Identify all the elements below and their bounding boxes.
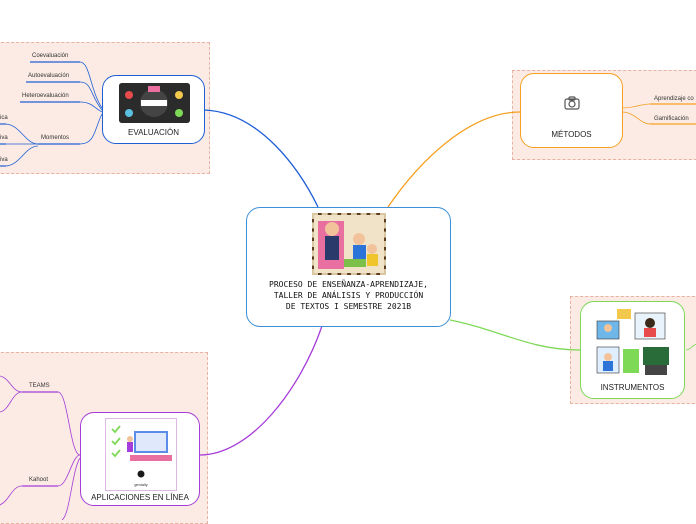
aplicaciones-node[interactable]: genially APLICACIONES EN LÍNEA <box>80 412 200 506</box>
connector-metodos <box>387 111 521 208</box>
connector-instrumentos <box>449 319 581 351</box>
metodos-node[interactable]: MÉTODOS <box>520 73 623 148</box>
aplicaciones-image <box>105 418 177 491</box>
evaluacion-node[interactable]: EVALUACIÓN <box>102 75 205 144</box>
instrumentos-node[interactable]: INSTRUMENTOS <box>580 301 685 399</box>
leaf-momentos-sub-2[interactable]: iva <box>0 135 8 141</box>
instrumentos-image <box>595 307 671 377</box>
leaf-coevaluacion[interactable]: Coevaluación <box>32 53 69 59</box>
genially-logo: genially <box>134 482 148 487</box>
leaf-teams[interactable]: TEAMS <box>29 383 50 389</box>
central-title: PROCESO DE ENSEÑANZA-APRENDIZAJE, TALLER… <box>269 280 428 311</box>
evaluacion-title: EVALUACIÓN <box>128 128 179 137</box>
connector-aplicaciones <box>199 325 323 456</box>
leaf-kahoot[interactable]: Kahoot <box>29 477 49 483</box>
leaf-aprendizaje[interactable]: Aprendizaje co <box>654 96 694 102</box>
leaf-autoevaluacion[interactable]: Autoevaluación <box>28 73 70 79</box>
leaf-momentos-sub-1[interactable]: ica <box>0 115 8 121</box>
central-topic[interactable]: PROCESO DE ENSEÑANZA-APRENDIZAJE, TALLER… <box>246 207 451 327</box>
aplicaciones-title: APLICACIONES EN LÍNEA <box>91 493 189 502</box>
camera-icon <box>564 96 580 110</box>
leaf-momentos[interactable]: Momentos <box>41 135 70 141</box>
instrumentos-title: INSTRUMENTOS <box>600 383 665 392</box>
connector-evaluacion <box>203 109 319 208</box>
leaf-gamificacion[interactable]: Gamificación <box>654 116 689 122</box>
evaluacion-image <box>119 83 190 123</box>
metodos-title: MÉTODOS <box>551 130 592 139</box>
leaf-heteroevaluacion[interactable]: Heteroevaluación <box>22 93 69 99</box>
central-illustration <box>312 213 386 275</box>
leaf-momentos-sub-3[interactable]: iva <box>0 157 8 163</box>
